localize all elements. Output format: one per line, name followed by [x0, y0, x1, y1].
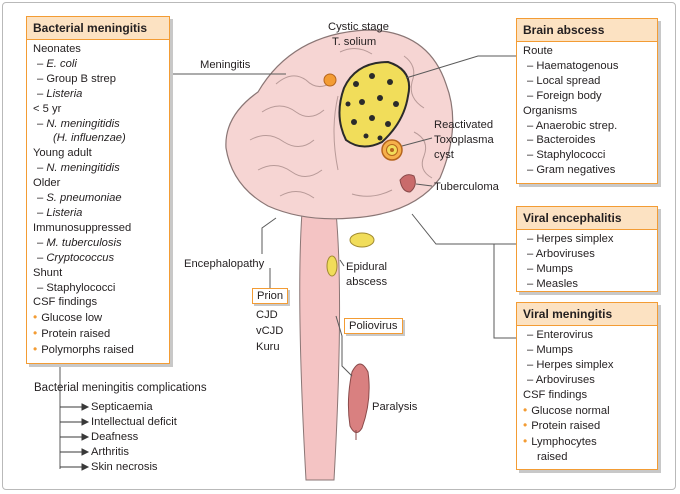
list-item: Glucose normal	[523, 403, 651, 419]
prion-item: Kuru	[256, 341, 280, 353]
complications-title: Bacterial meningitis complications	[34, 382, 207, 394]
viral-encephalitis-list: Herpes simplexArbovirusesMumpsMeasles	[517, 230, 657, 292]
list-item: < 5 yr	[33, 102, 62, 115]
list-item: Neonates	[33, 43, 81, 55]
list-item: Mumps	[523, 343, 651, 358]
list-item: N. meningitidis	[33, 161, 163, 176]
label-abscess: abscess	[346, 276, 388, 288]
figure-frame	[2, 2, 676, 490]
list-item: Staphylococci	[523, 148, 651, 163]
label-paralysis: Paralysis	[372, 401, 418, 413]
list-item: CSF findings	[523, 388, 588, 401]
label-reactivated: Reactivated	[434, 119, 494, 131]
list-item: S. pneumoniae	[33, 191, 163, 206]
complication-item: Skin necrosis	[91, 461, 158, 473]
list-item: Shunt	[33, 266, 63, 279]
list-item: raised	[537, 451, 568, 464]
list-item: CSF findings	[33, 296, 98, 309]
list-item: Herpes simplex	[523, 232, 651, 247]
list-item: Listeria	[33, 87, 163, 102]
label-encephalopathy: Encephalopathy	[184, 258, 265, 270]
list-item: Arboviruses	[523, 373, 651, 388]
bacterial-meningitis-panel: Bacterial meningitis Neonates E. coliGrou…	[26, 16, 170, 364]
viral-meningitis-panel: Viral meningitis EnterovirusMumpsHerpes …	[516, 302, 658, 470]
label-cyst: cyst	[434, 149, 454, 161]
list-item: N. meningitidis	[33, 117, 163, 132]
prion-item: CJD	[256, 309, 278, 321]
viral-encephalitis-title: Viral encephalitis	[517, 207, 657, 230]
complication-item: Deafness	[91, 431, 139, 443]
bacterial-meningitis-list: NeonatesE. coliGroup B strepListeria< 5 …	[27, 40, 169, 358]
paralysed-muscle	[347, 363, 370, 433]
list-item: Cryptococcus	[33, 251, 163, 266]
label-epidural: Epidural	[346, 261, 388, 273]
bacterial-meningitis-title: Bacterial meningitis	[27, 17, 169, 40]
list-item: Glucose low	[33, 310, 163, 326]
brain-abscess-list: RouteHaematogenousLocal spreadForeign bo…	[517, 42, 657, 178]
list-item: Herpes simplex	[523, 358, 651, 373]
list-item: M. tuberculosis	[33, 236, 163, 251]
list-item: Gram negatives	[523, 163, 651, 178]
cystic-lesion	[323, 73, 337, 87]
list-item: E. coli	[33, 57, 163, 72]
list-item: Staphylococci	[33, 281, 163, 296]
list-item: Protein raised	[523, 418, 651, 434]
viral-meningitis-list: EnterovirusMumpsHerpes simplexArboviruse…	[517, 326, 657, 465]
brain-abscess-title: Brain abscess	[517, 19, 657, 42]
complication-item: Septicaemia	[91, 401, 153, 413]
label-toxoplasma: Toxoplasma	[434, 134, 494, 146]
epidural-lesion-lower	[326, 255, 338, 277]
list-item: Organisms	[523, 104, 578, 117]
list-item: Group B strep	[33, 72, 163, 87]
label-cystic-stage: Cystic stage	[328, 21, 389, 33]
prion-item: vCJD	[256, 325, 284, 337]
list-item: Haematogenous	[523, 59, 651, 74]
viral-encephalitis-panel: Viral encephalitis Herpes simplexArbovir…	[516, 206, 658, 292]
list-item: Bacteroides	[523, 133, 651, 148]
list-item: Local spread	[523, 74, 651, 89]
label-meningitis: Meningitis	[200, 59, 251, 71]
list-item: Arboviruses	[523, 247, 651, 262]
list-item: Measles	[523, 277, 651, 292]
list-item: Mumps	[523, 262, 651, 277]
cerebrum	[225, 29, 454, 220]
label-tuberculoma: Tuberculoma	[434, 181, 499, 193]
complication-item: Arthritis	[91, 446, 129, 458]
prion-tag: Prion	[252, 288, 289, 304]
viral-meningitis-title: Viral meningitis	[517, 303, 657, 326]
complication-item: Intellectual deficit	[91, 416, 177, 428]
list-item: Route	[523, 45, 553, 57]
poliovirus-tag: Poliovirus	[344, 318, 403, 334]
list-item: Lymphocytes	[523, 434, 651, 450]
spinal-cord	[299, 211, 341, 481]
list-item: Immunosuppressed	[33, 221, 132, 234]
list-item: Anaerobic strep.	[523, 119, 651, 134]
list-item: Older	[33, 177, 61, 190]
list-item: Young adult	[33, 147, 92, 160]
list-item: Protein raised	[33, 326, 163, 342]
label-t-solium: T. solium	[332, 36, 377, 48]
brain-abscess-panel: Brain abscess RouteHaematogenousLocal sp…	[516, 18, 658, 184]
list-item: Enterovirus	[523, 328, 651, 343]
list-item: Polymorphs raised	[33, 342, 163, 358]
list-item: (H. influenzae)	[53, 132, 126, 145]
epidural-lesion-upper	[349, 232, 375, 248]
tuberculoma-lesion	[399, 174, 416, 193]
list-item: Foreign body	[523, 89, 651, 104]
list-item: Listeria	[33, 206, 163, 221]
